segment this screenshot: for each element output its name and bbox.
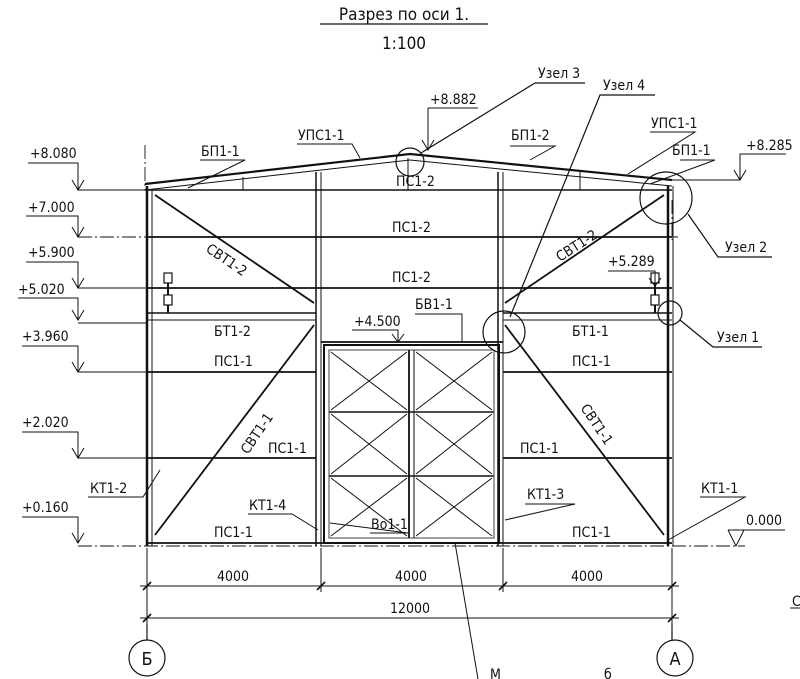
label-ps11-l1: ПС1-1 xyxy=(214,354,253,370)
label-bv11: БВ1-1 xyxy=(415,297,453,313)
gate-frame xyxy=(323,344,500,544)
label-kt12: КТ1-2 xyxy=(90,481,127,497)
dim-span-right: 4000 xyxy=(571,569,603,585)
drawing-title: Разрез по оси 1. xyxy=(339,5,469,25)
elev-7000: +7.000 xyxy=(28,200,75,216)
label-ps11-r3: ПС1-1 xyxy=(572,525,611,541)
bottom-note-fragment-2: б xyxy=(604,667,612,679)
member-leaders xyxy=(88,131,747,679)
elev-3960: +3.960 xyxy=(22,329,69,345)
label-ps12-b: ПС1-2 xyxy=(392,270,431,286)
node-callouts xyxy=(395,82,772,354)
elev-5900: +5.900 xyxy=(28,245,75,261)
elev-5289: +5.289 xyxy=(608,254,655,270)
drawing-scale: 1:100 xyxy=(382,34,426,54)
elev-8080: +8.080 xyxy=(30,146,77,162)
label-kt13: КТ1-3 xyxy=(527,487,564,503)
elev-0160: +0.160 xyxy=(22,500,69,516)
label-ps11-l3: ПС1-1 xyxy=(214,525,253,541)
axis-label-b: Б xyxy=(141,649,152,670)
label-ps12-a: ПС1-2 xyxy=(392,220,431,236)
elev-0000: 0.000 xyxy=(746,513,782,529)
elevation-markers xyxy=(18,107,786,548)
node-1-label: Узел 1 xyxy=(717,330,759,346)
elev-8882: +8.882 xyxy=(430,92,477,108)
node-3-label: Узел 3 xyxy=(538,66,580,82)
axis-markers xyxy=(128,625,694,677)
label-bp2: БП1-2 xyxy=(511,128,550,144)
label-ps12-ridge: ПС1-2 xyxy=(396,174,435,190)
label-bp-right: БП1-1 xyxy=(672,143,711,159)
label-ps11-r1: ПС1-1 xyxy=(572,354,611,370)
edge-note-fragment: С xyxy=(792,594,800,610)
label-ps11-r2: ПС1-1 xyxy=(520,441,559,457)
dimension-lines xyxy=(140,548,679,625)
label-ups-left: УПС1-1 xyxy=(298,128,345,144)
label-kt14: КТ1-4 xyxy=(249,498,286,514)
label-bp-left: БП1-1 xyxy=(201,144,240,160)
dim-span-left: 4000 xyxy=(217,569,249,585)
label-svt12-left: СВТ1-2 xyxy=(203,241,250,280)
elev-8285: +8.285 xyxy=(746,138,793,154)
label-bt12: БТ1-2 xyxy=(214,324,251,340)
label-vo11: Во1-1 xyxy=(371,517,408,533)
label-svt12-right: СВТ1-2 xyxy=(553,227,600,265)
dim-span-mid: 4000 xyxy=(395,569,427,585)
elev-4500: +4.500 xyxy=(354,314,401,330)
bottom-note-fragment: М xyxy=(490,667,501,679)
label-bt11: БТ1-1 xyxy=(572,324,609,340)
axis-label-a: А xyxy=(669,649,680,670)
label-svt11-right: СВТ1-1 xyxy=(577,401,616,448)
elev-5020: +5.020 xyxy=(18,282,65,298)
node-4-label: Узел 4 xyxy=(603,78,645,94)
elev-2020: +2.020 xyxy=(22,415,69,431)
label-ps11-l2: ПС1-1 xyxy=(268,441,307,457)
label-ups-right: УПС1-1 xyxy=(651,116,698,132)
node-2-label: Узел 2 xyxy=(725,240,767,256)
dim-total: 12000 xyxy=(390,601,430,617)
label-kt11: КТ1-1 xyxy=(701,481,738,497)
